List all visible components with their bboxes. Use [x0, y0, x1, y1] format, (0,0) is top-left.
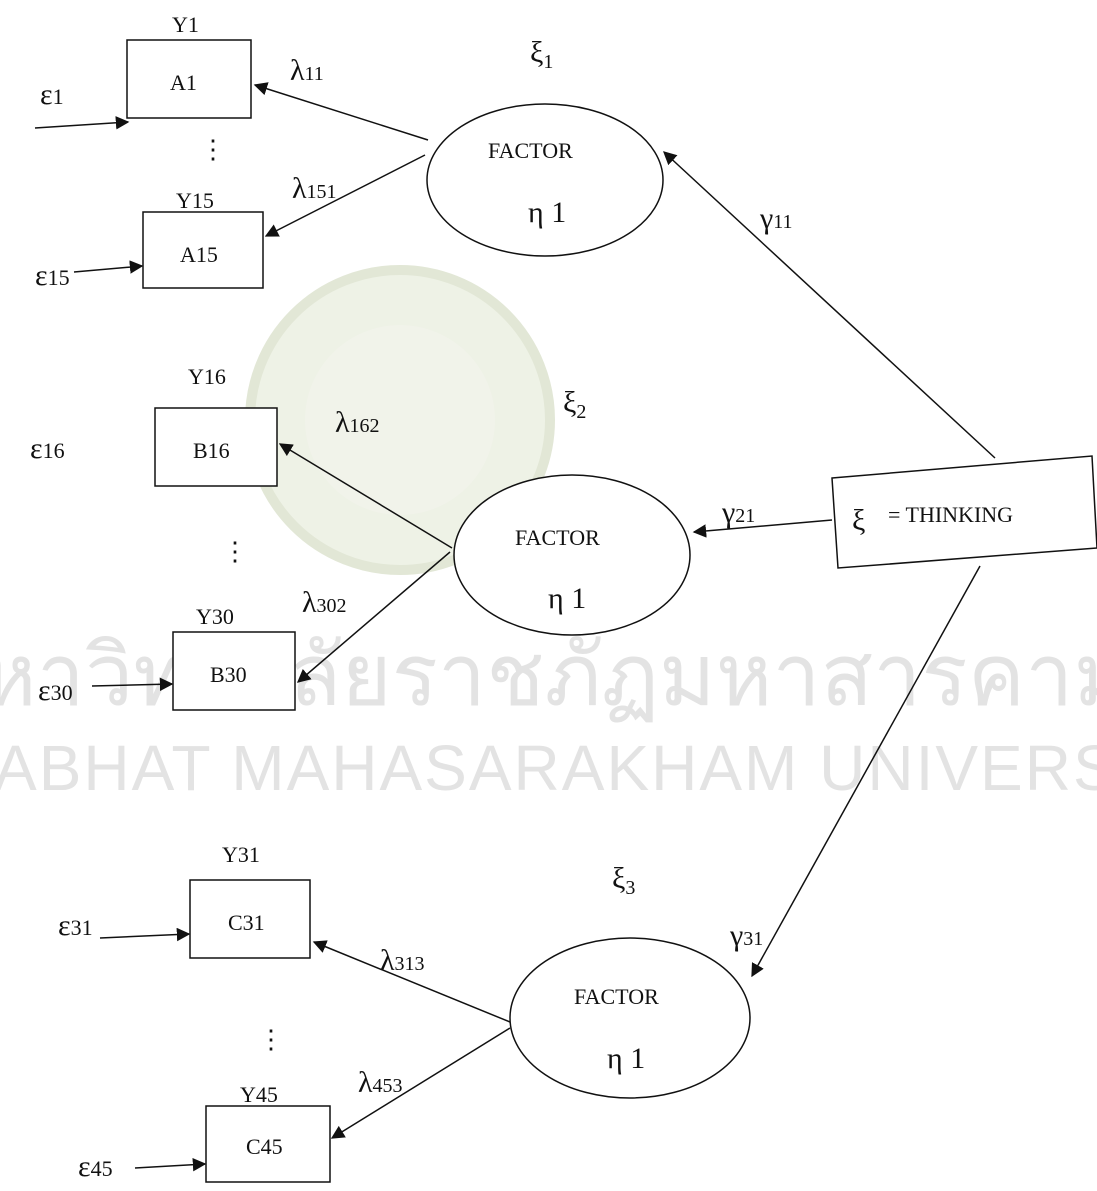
indicator-y15-label: Y15 [176, 188, 214, 213]
xi-3-label: ξ3 [612, 862, 635, 899]
watermark-seal-inner [305, 325, 495, 515]
ellipsis-a: ⋮ [200, 135, 226, 164]
lambda-302-label: λ302 [302, 586, 347, 619]
indicator-box-b30-label: B30 [210, 662, 247, 687]
error-e15-label: ε15 [35, 259, 70, 292]
thinking-box [831, 455, 1097, 569]
factor-1-eta: η 1 [528, 196, 566, 229]
lambda-11-label: λ11 [290, 54, 324, 87]
error-e30-label: ε30 [38, 674, 73, 707]
indicator-box-c31 [189, 879, 311, 959]
lambda-313-label: λ313 [380, 944, 425, 977]
factor-ellipse-3 [509, 937, 751, 1099]
indicator-y31-label: Y31 [222, 842, 260, 867]
indicator-box-c45-label: C45 [246, 1134, 283, 1159]
ellipsis-c: ⋮ [258, 1025, 284, 1054]
indicator-box-a1 [126, 39, 252, 119]
ellipsis-b: ⋮ [222, 537, 248, 566]
indicator-y30-label: Y30 [196, 604, 234, 629]
error-arrow-e45 [134, 1157, 207, 1172]
error-arrow-e1 [34, 116, 130, 130]
error-arrow-e30 [91, 677, 174, 692]
indicator-box-b16 [154, 407, 278, 487]
factor-group-1: ξ1 FACTOR η 1 Y1 A1 ε1 λ11 ⋮ Y15 A15 ε15… [34, 12, 664, 292]
thinking-label: = THINKING [888, 502, 1013, 527]
exogenous-group: ξ = THINKING γ11 γ21 γ31 [663, 151, 1097, 978]
error-arrow-e15 [73, 260, 144, 274]
error-e1-label: ε1 [40, 78, 64, 111]
xi-2-label: ξ2 [563, 386, 586, 423]
loading-arrow-b16 [278, 443, 453, 549]
indicator-box-b16-label: B16 [193, 438, 230, 463]
gamma-arrow-21 [692, 519, 833, 538]
error-e31-label: ε31 [58, 909, 93, 942]
gamma-31-label: γ31 [729, 919, 763, 952]
indicator-y45-label: Y45 [240, 1082, 278, 1107]
loading-arrow-b30 [296, 551, 451, 683]
indicator-box-a1-label: A1 [170, 70, 197, 95]
error-e45-label: ε45 [78, 1150, 113, 1183]
gamma-arrow-31 [751, 565, 981, 978]
indicator-y16-label: Y16 [188, 364, 226, 389]
error-e16-label: ε16 [30, 432, 65, 465]
watermark-thai-text: หาวิทยาลัยราชภัฏมหาสารคาม [0, 626, 1097, 726]
gamma-arrow-11 [663, 151, 996, 459]
indicator-box-a15-label: A15 [180, 242, 218, 267]
watermark-english-text: JABHAT MAHASARAKHAM UNIVERSITY [0, 732, 1097, 804]
indicator-box-c31-label: C31 [228, 910, 265, 935]
factor-ellipse-1 [426, 103, 664, 257]
factor-group-2: ξ2 FACTOR η 1 Y16 B16 ε16 λ162 ⋮ Y30 B30… [30, 364, 691, 711]
factor-1-name: FACTOR [488, 138, 573, 163]
indicator-box-c45 [205, 1105, 331, 1183]
factor-3-eta: η 1 [607, 1042, 645, 1075]
factor-group-3: ξ3 FACTOR η 1 Y31 C31 ε31 λ313 ⋮ Y45 C45… [58, 842, 751, 1183]
loading-arrow-c31 [312, 940, 511, 1023]
factor-ellipse-2 [453, 474, 691, 636]
loading-arrow-a1 [253, 82, 429, 141]
lambda-162-label: λ162 [335, 406, 380, 439]
thinking-xi-symbol: ξ [852, 504, 865, 537]
lambda-453-label: λ453 [358, 1066, 403, 1099]
xi-1-label: ξ1 [530, 36, 553, 73]
loading-arrow-c45 [330, 1027, 511, 1139]
loading-arrow-a15 [264, 154, 426, 237]
lambda-151-label: λ151 [292, 172, 337, 205]
indicator-box-a15 [142, 211, 264, 289]
gamma-21-label: γ21 [721, 496, 755, 529]
factor-3-name: FACTOR [574, 984, 659, 1009]
gamma-11-label: γ11 [759, 202, 793, 235]
indicator-box-b30 [172, 631, 296, 711]
error-arrow-e31 [99, 927, 191, 942]
indicator-y1-label: Y1 [172, 12, 199, 37]
factor-2-name: FACTOR [515, 525, 600, 550]
factor-2-eta: η 1 [548, 582, 586, 615]
